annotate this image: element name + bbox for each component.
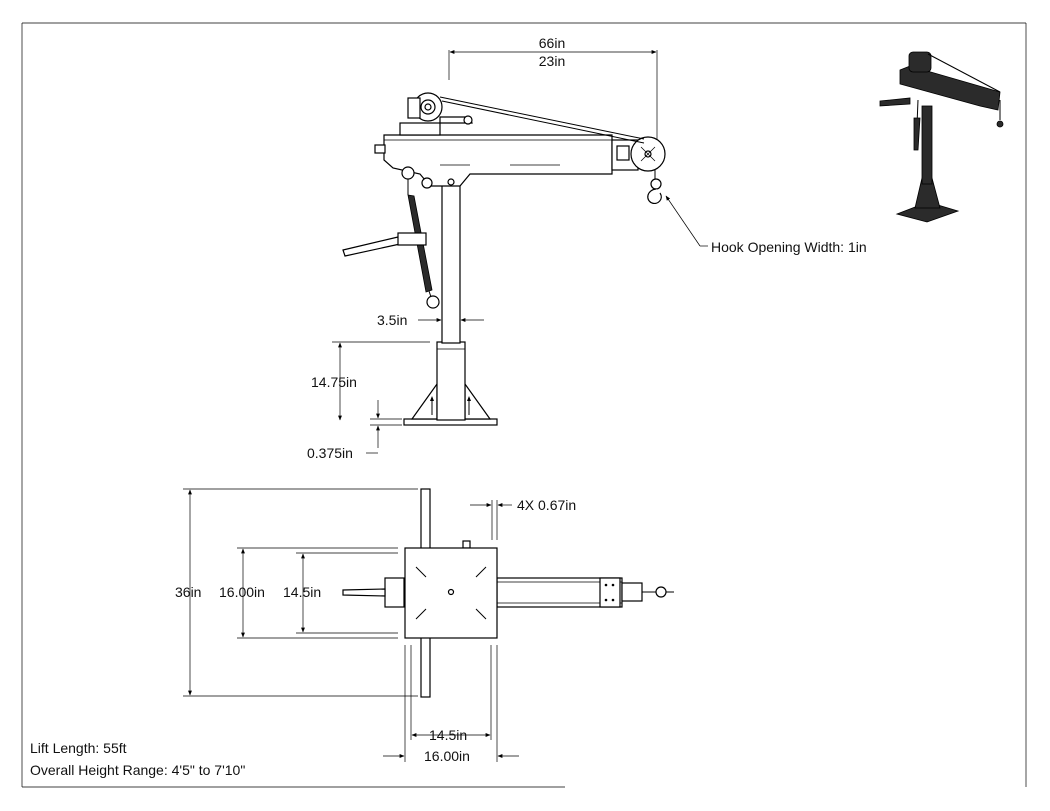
jack-top-eye: [401, 166, 415, 180]
dim-base-inner-v: 14.5in: [283, 552, 398, 634]
mast-sleeve: [436, 341, 466, 421]
mast: [441, 179, 461, 344]
isometric-view: [879, 51, 1004, 223]
overall-span-label: 36in: [175, 584, 201, 600]
boom-end-cap: [374, 144, 386, 154]
boom: [383, 134, 613, 187]
hook-opening-label: Hook Opening Width: 1in: [711, 239, 867, 255]
lift-length-note: Lift Length: 55ft: [30, 740, 127, 756]
top-view: [342, 488, 674, 698]
drawing-border: [21, 22, 1027, 788]
hole-spacing-label: 4X 0.67in: [517, 497, 576, 513]
gusset-left: [410, 382, 438, 420]
iso-cable: [927, 53, 1001, 93]
boom-reach-label: 66in: [539, 35, 565, 51]
iso-handle: [879, 97, 911, 107]
plate-thickness-label: 0.375in: [307, 445, 353, 461]
winch-base: [399, 122, 441, 136]
winch-cable: [439, 96, 645, 140]
dim-sleeve-height: 14.75in: [311, 341, 430, 421]
pump-handle-top: [342, 588, 386, 597]
base-outer-h-label: 16.00in: [424, 748, 470, 764]
side-view: [342, 92, 666, 426]
mast-width-label: 3.5in: [377, 312, 407, 328]
height-range-note: Overall Height Range: 4'5" to 7'10": [30, 762, 245, 778]
dim-hole-spacing: 4X 0.67in: [470, 497, 576, 540]
jack-bottom-eye: [426, 295, 440, 309]
iso-hook: [996, 120, 1004, 128]
iso-winch: [908, 51, 932, 73]
iso-mast: [921, 105, 933, 185]
pump-handle: [342, 236, 401, 257]
dim-hook-opening: Hook Opening Width: 1in: [665, 195, 867, 255]
boom-reach-secondary-label: 23in: [539, 53, 565, 69]
base-outer-v-label: 16.00in: [219, 584, 265, 600]
dim-mast-width: 3.5in: [377, 312, 484, 328]
dim-base-outer-v: 16.00in: [219, 547, 398, 639]
dim-boom-reach: 66in 23in: [448, 35, 658, 140]
dim-plate-thickness: 0.375in: [307, 400, 402, 461]
hook-top: [655, 586, 667, 598]
sleeve-height-label: 14.75in: [311, 374, 357, 390]
dim-base-outer-h: 16.00in: [383, 645, 519, 764]
hook-swivel: [650, 178, 662, 190]
base-inner-v-label: 14.5in: [283, 584, 321, 600]
dim-base-inner-h: 14.5in: [410, 645, 492, 743]
iso-jack: [913, 117, 921, 151]
hook: [647, 188, 662, 204]
base-inner-h-label: 14.5in: [429, 727, 467, 743]
iso-boom: [899, 65, 1001, 111]
dim-overall-span: 36in: [175, 488, 418, 697]
